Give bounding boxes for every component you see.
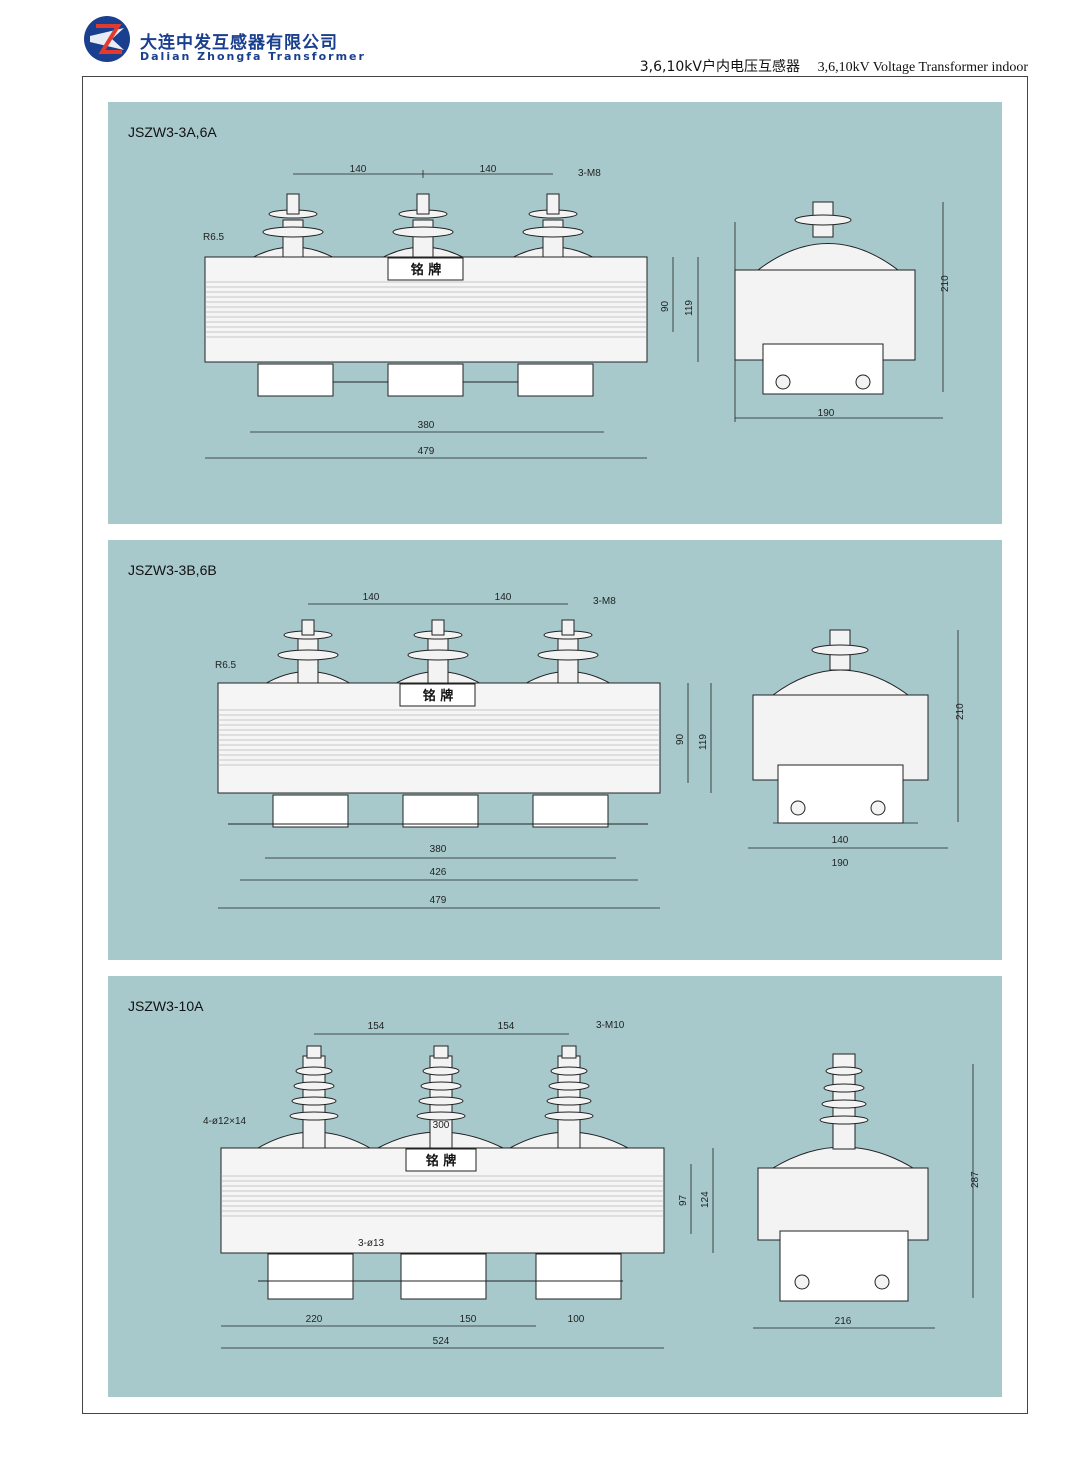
drawing-panel-1: JSZW3-3A,6A 铭 牌 xyxy=(108,102,1002,524)
dim-bottom: 150 xyxy=(460,1314,477,1325)
dim-bottom: 100 xyxy=(568,1314,585,1325)
dim-bottom: 220 xyxy=(306,1314,323,1325)
terminal-block xyxy=(400,1253,487,1300)
bolt-label: 3-M8 xyxy=(578,168,601,179)
dim-height: 90 xyxy=(660,300,671,312)
terminal-block xyxy=(257,363,334,397)
bolt-label: 3-M8 xyxy=(593,596,616,607)
radius-label: R6.5 xyxy=(203,232,225,243)
radius-label: R6.5 xyxy=(215,660,237,671)
dim-height: 90 xyxy=(675,733,686,745)
dim-height: 119 xyxy=(698,734,709,750)
dim-width: 190 xyxy=(818,408,835,419)
dim-width: 524 xyxy=(433,1336,450,1347)
dim-width: 426 xyxy=(430,867,447,878)
insulator xyxy=(376,193,470,261)
terminal-block xyxy=(532,794,609,828)
terminal-block xyxy=(272,794,349,828)
terminal-block xyxy=(402,794,479,828)
page-frame xyxy=(82,76,1028,1414)
zhongfa-logo-icon xyxy=(84,16,130,62)
dim-height: 124 xyxy=(700,1191,711,1208)
model-label: JSZW3-3A,6A xyxy=(128,124,217,140)
side-view xyxy=(734,201,916,395)
dim-height: 97 xyxy=(678,1194,689,1206)
document-title: 3,6,10kV户内电压互感器 3,6,10kV Voltage Transfo… xyxy=(640,56,1028,76)
terminal-block xyxy=(387,363,464,397)
dim-width: 216 xyxy=(835,1316,852,1327)
page-header: 大连中发互感器有限公司 Dalian Zhongfa Transformer 3… xyxy=(0,0,1080,80)
technical-drawing-2: 铭 牌 140 140 3-M8 R6.5 380 426 479 90 119… xyxy=(215,592,966,909)
holes-label: 4-ø12×14 xyxy=(203,1116,247,1127)
terminal-block xyxy=(517,363,594,397)
technical-drawing-3: 铭 牌 154 154 3-M10 4-ø12×14 300 3-ø13 220… xyxy=(203,1020,981,1349)
title-en: 3,6,10kV Voltage Transformer indoor xyxy=(817,60,1028,75)
drawing-panel-3: JSZW3-10A 铭 牌 xyxy=(108,976,1002,1397)
dim-width: 380 xyxy=(418,420,435,431)
dim-spacing: 140 xyxy=(480,164,497,175)
dim-spacing: 154 xyxy=(498,1021,515,1032)
dim-height: 119 xyxy=(684,300,695,316)
dim-width: 190 xyxy=(832,858,849,869)
dim-spacing: 140 xyxy=(495,592,512,603)
nameplate xyxy=(405,1148,477,1172)
dim-height: 287 xyxy=(970,1171,981,1188)
terminal-block xyxy=(535,1253,622,1300)
terminal-block xyxy=(267,1253,354,1300)
dim-width: 479 xyxy=(430,895,447,906)
bolt-label: 3-M10 xyxy=(596,1020,625,1031)
insulator xyxy=(506,193,600,261)
nameplate-text: 铭 牌 xyxy=(423,688,454,704)
dim-height: 210 xyxy=(955,703,966,720)
transformer-body xyxy=(220,1147,665,1254)
nameplate-text: 铭 牌 xyxy=(426,1153,457,1169)
dim-height: 210 xyxy=(940,275,951,292)
technical-drawing-1: 铭 牌 140 140 3-M8 R6.5 380 479 90 119 210… xyxy=(203,164,951,459)
nameplate xyxy=(387,257,464,281)
company-name-cn: 大连中发互感器有限公司 xyxy=(140,33,338,53)
dim-spacing: 140 xyxy=(350,164,367,175)
nameplate xyxy=(399,683,476,707)
company-name-en: Dalian Zhongfa Transformer xyxy=(140,50,366,63)
drawing-panel-2: JSZW3-3B,6B 铭 牌 xyxy=(108,540,1002,960)
title-cn: 3,6,10kV户内电压互感器 xyxy=(639,59,800,75)
insulator xyxy=(246,193,340,261)
dim-width: 479 xyxy=(418,446,435,457)
center-dim: 300 xyxy=(433,1120,450,1131)
dim-spacing: 154 xyxy=(368,1021,385,1032)
model-label: JSZW3-3B,6B xyxy=(128,562,217,578)
dim-width: 140 xyxy=(832,835,849,846)
model-label: JSZW3-10A xyxy=(128,998,204,1014)
nameplate-text: 铭 牌 xyxy=(411,262,442,278)
ground-label: 3-ø13 xyxy=(358,1238,385,1249)
dim-width: 380 xyxy=(430,844,447,855)
dim-spacing: 140 xyxy=(363,592,380,603)
